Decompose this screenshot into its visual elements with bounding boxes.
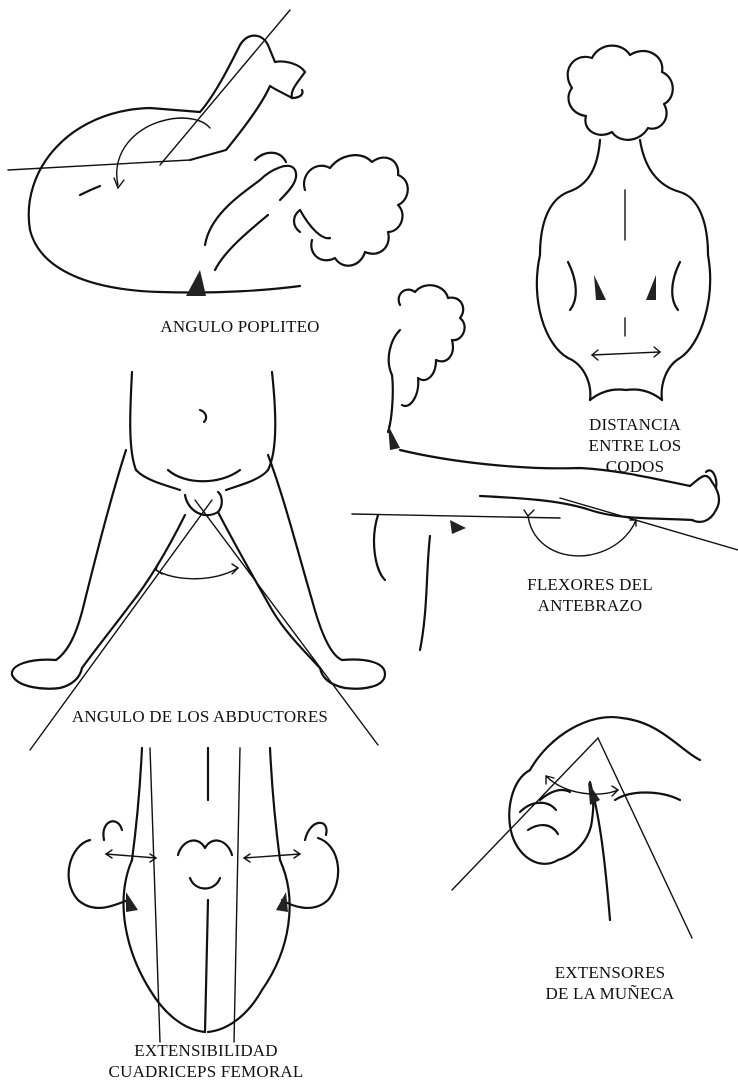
caption-line: DISTANCIA — [560, 414, 710, 435]
elbow-distance-drawing — [537, 46, 710, 400]
caption-quadriceps-extensibility: EXTENSIBILIDAD CUADRICEPS FEMORAL — [96, 1040, 316, 1082]
caption-line: EXTENSIBILIDAD — [96, 1040, 316, 1061]
popliteal-angle-drawing — [8, 10, 408, 296]
caption-adductor-angle: ANGULO DE LOS ABDUCTORES — [50, 706, 350, 727]
caption-line: DE LA MUÑECA — [530, 983, 690, 1004]
caption-line: ANGULO DE LOS ABDUCTORES — [50, 706, 350, 727]
caption-line: EXTENSORES — [530, 962, 690, 983]
caption-elbow-distance: DISTANCIA ENTRE LOS CODOS — [560, 414, 710, 477]
caption-popliteal-angle: ANGULO POPLITEO — [120, 316, 360, 337]
caption-forearm-flexors: FLEXORES DEL ANTEBRAZO — [500, 574, 680, 616]
caption-line: ENTRE LOS — [560, 435, 710, 456]
adductor-angle-drawing — [12, 372, 385, 750]
quadriceps-extensibility-drawing — [69, 748, 339, 1042]
wrist-extensors-drawing — [452, 717, 700, 938]
caption-line: CUADRICEPS FEMORAL — [96, 1061, 316, 1082]
caption-line: ANGULO POPLITEO — [120, 316, 360, 337]
caption-line: ANTEBRAZO — [500, 595, 680, 616]
caption-wrist-extensors: EXTENSORES DE LA MUÑECA — [530, 962, 690, 1004]
caption-line: FLEXORES DEL — [500, 574, 680, 595]
caption-line: CODOS — [560, 456, 710, 477]
